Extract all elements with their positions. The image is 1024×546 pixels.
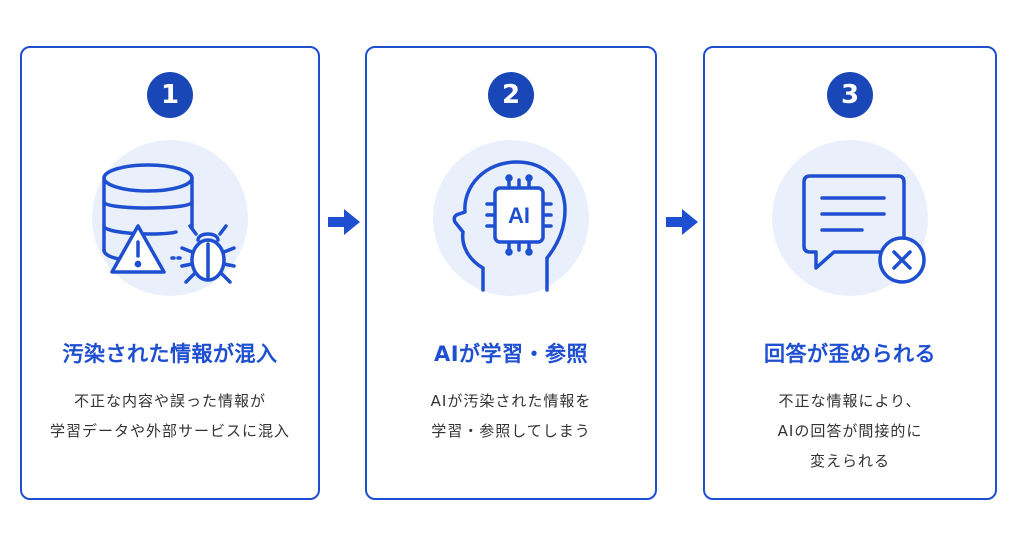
- step-card-2: 2 AI AIが学習・参照 AIが汚染された情報を 学習・参照してしまう: [365, 46, 657, 500]
- step-description: 不正な内容や誤った情報が 学習データや外部サービスに混入: [22, 386, 318, 446]
- step-number-badge: 2: [488, 72, 534, 118]
- step-description-line: 不正な内容や誤った情報が: [73, 392, 266, 410]
- step-description: 不正な情報により、 AIの回答が間接的に 変えられる: [705, 386, 995, 476]
- step-number-badge: 1: [147, 72, 193, 118]
- ai-head-icon: AI: [452, 160, 567, 292]
- step-description: AIが汚染された情報を 学習・参照してしまう: [367, 386, 655, 446]
- step-title: 回答が歪められる: [764, 342, 936, 366]
- step-description-line: AIが汚染された情報を: [430, 392, 592, 410]
- database-warning-bug-icon: [102, 163, 236, 284]
- arrow-right-icon: [666, 209, 698, 235]
- icon-background: [772, 140, 928, 296]
- chat-error-icon: [802, 174, 926, 284]
- step-description-line: 学習データや外部サービスに混入: [49, 422, 290, 440]
- icon-background: AI: [433, 140, 589, 296]
- step-title: 汚染された情報が混入: [62, 342, 278, 366]
- step-description-line: 変えられる: [809, 452, 890, 470]
- step-title: AIが学習・参照: [433, 342, 589, 366]
- step-card-1: 1: [20, 46, 320, 500]
- arrow-right-icon: [328, 209, 360, 235]
- step-description-line: 学習・参照してしまう: [431, 422, 591, 440]
- step-number-badge: 3: [827, 72, 873, 118]
- step-card-3: 3 回答が歪められる 不正な情報により、 AIの回答が間接的に 変えられる: [703, 46, 997, 500]
- ai-chip-label: AI: [508, 203, 530, 228]
- step-description-line: AIの回答が間接的に: [777, 422, 923, 440]
- step-description-line: 不正な情報により、: [778, 392, 922, 410]
- icon-background: [92, 140, 248, 296]
